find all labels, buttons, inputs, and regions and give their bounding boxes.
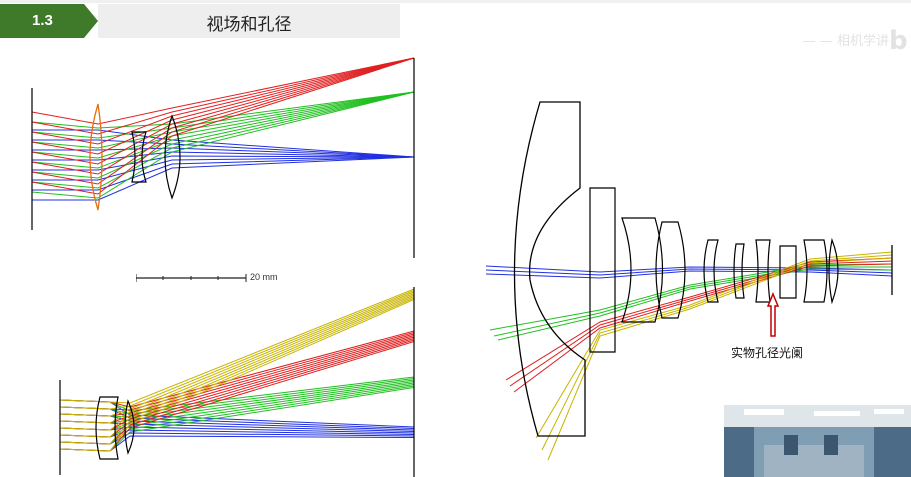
ray-b0-7 (59, 435, 415, 452)
aperture-arrow-icon (766, 292, 780, 337)
ray-r0-2 (485, 270, 893, 279)
lens-element-r9 (803, 239, 828, 303)
ray-b3-4 (59, 294, 415, 431)
lens-element-4 (95, 396, 119, 460)
ray-0-1 (32, 139, 415, 158)
scale-bar-label: 20 mm (250, 272, 278, 282)
ray-2-3 (31, 57, 415, 155)
ray-2-1 (31, 57, 415, 135)
lens-element-1 (89, 103, 103, 211)
ray-r1-2 (497, 268, 893, 341)
classroom-photo (724, 405, 911, 477)
ray-r0-0 (485, 265, 893, 273)
ray-b3-0 (59, 288, 415, 404)
ray-0-0 (32, 129, 415, 158)
lens-element-r5 (703, 239, 719, 303)
ray-1-0 (31, 91, 415, 129)
ray-2-7 (31, 57, 415, 195)
ray-b3-3 (59, 293, 415, 424)
ray-bundles-top (31, 57, 415, 201)
ray-0-5 (32, 156, 415, 181)
lens-element-3 (164, 114, 181, 200)
lens-element-r10 (828, 237, 839, 305)
scale-bar: 20 mm (135, 270, 316, 286)
section-badge-shape (0, 4, 98, 38)
top-strip (0, 0, 911, 3)
ray-1-7 (31, 91, 415, 199)
ray-2-0 (31, 57, 415, 125)
front-meniscus-lens (513, 101, 586, 437)
ray-0-7 (32, 156, 415, 201)
section-badge: 1.3 (0, 4, 98, 38)
lens-element-r2 (589, 187, 616, 353)
lens-element-5 (124, 399, 135, 455)
scale-bar-line (135, 274, 247, 282)
ray-1-2 (31, 91, 415, 149)
lens-element-r6 (733, 243, 745, 299)
ray-r0-1 (485, 268, 893, 276)
ray-bundles-bottom (59, 288, 415, 452)
ray-2-4 (31, 57, 415, 165)
ray-0-6 (32, 156, 415, 191)
ray-2-2 (31, 57, 415, 145)
title-bar: 视场和孔径 (98, 4, 400, 38)
aperture-stop-label: 实物孔径光阑 (731, 346, 804, 360)
ray-b3-2 (59, 291, 415, 417)
lens-element-r4 (655, 221, 686, 319)
lens-diagram-bottom (59, 287, 415, 477)
slide-title: 视场和孔径 (206, 15, 292, 35)
ray-b3-1 (59, 290, 415, 410)
lens-diagram-right (485, 101, 893, 461)
lens-diagram-top (31, 57, 415, 258)
ray-b3-6 (59, 297, 415, 445)
logo-icon: b (889, 26, 908, 56)
classroom-photo-image (724, 405, 911, 477)
ray-b3-7 (59, 299, 415, 452)
section-number: 1.3 (32, 12, 53, 29)
lens-element-r8 (779, 245, 797, 299)
ray-1-1 (31, 91, 415, 139)
watermark-text: — — 相机学讲 (802, 34, 889, 49)
ray-b3-5 (59, 296, 415, 438)
lens-element-r7 (755, 239, 771, 303)
lens-element-r3 (621, 217, 664, 323)
lens-element-2 (131, 131, 147, 183)
